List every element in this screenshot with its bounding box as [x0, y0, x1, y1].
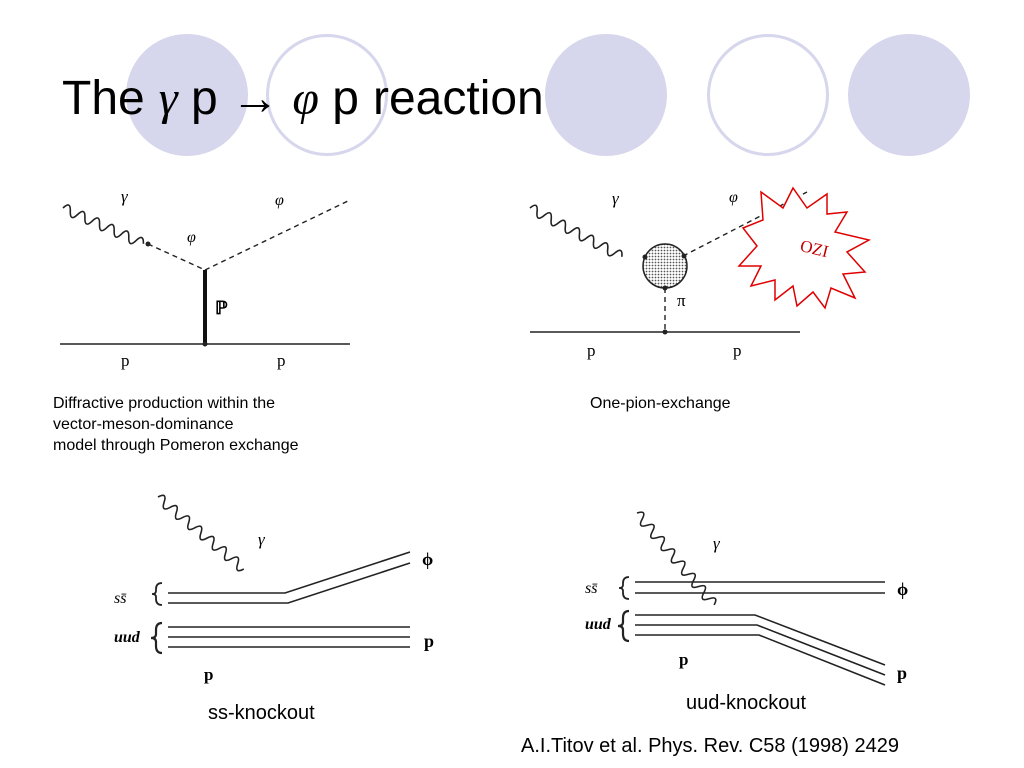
title-reaction: reaction: [372, 72, 544, 125]
title-phi: φ: [292, 72, 319, 125]
vertex-blob: [642, 243, 688, 289]
caption-uud-knockout: uud-knockout: [686, 692, 807, 714]
title-p2: p: [332, 72, 359, 125]
label-phi-internal: φ: [187, 229, 196, 246]
label-phi-out: φ: [729, 189, 738, 206]
ozi-starburst: [737, 186, 872, 310]
label-gamma: γ: [258, 530, 266, 549]
diagram-ss-knockout: γ ss̄ uud ϕ p p: [114, 494, 434, 684]
title-p1: p: [190, 72, 218, 125]
decor-circle-3: [545, 34, 667, 156]
label-p-right: p: [897, 663, 907, 683]
label-pomeron: ℙ: [215, 298, 228, 318]
label-p-bottom: p: [679, 650, 688, 669]
diagram-uud-knockout: γ ss̄ uud ϕ p p: [585, 511, 908, 686]
label-uud: uud: [114, 629, 141, 646]
title-the: The: [62, 72, 145, 125]
caption-diffractive: Diffractive production within the vector…: [53, 393, 299, 456]
caption-line-2: vector-meson-dominance: [53, 416, 234, 433]
title-arrow: →: [231, 72, 280, 125]
diagram-pomeron-exchange: γ φ φ ℙ p p: [60, 187, 351, 370]
label-p-right: p: [733, 341, 742, 360]
caption-line-3: model through Pomeron exchange: [53, 437, 299, 454]
label-phi-out: φ: [275, 192, 284, 209]
photon-line: [157, 494, 245, 572]
photon-line: [529, 204, 623, 257]
caption-line-1: Diffractive production within the: [53, 395, 276, 412]
decor-circle-5: [848, 34, 970, 156]
label-phi: ϕ: [897, 579, 908, 599]
decor-circle-2: [266, 34, 388, 156]
caption-ss-knockout: ss-knockout: [208, 702, 315, 724]
label-p-left: p: [587, 341, 596, 360]
label-p-left: p: [121, 351, 130, 370]
phi-internal-line: [147, 243, 206, 271]
phi-out-line: [204, 199, 351, 271]
label-pi: π: [677, 291, 686, 310]
label-uud: uud: [585, 616, 612, 633]
label-ss: ss̄: [585, 580, 598, 597]
proton-vertex: [662, 329, 668, 335]
label-p-right: p: [277, 351, 286, 370]
label-p-right: p: [424, 631, 434, 651]
diagram-one-pion-exchange: γ φ π p p OZI: [529, 186, 872, 360]
reference-citation: A.I.Titov et al. Phys. Rev. C58 (1998) 2…: [521, 735, 899, 757]
proton-vertex: [202, 341, 208, 347]
label-gamma: γ: [612, 189, 620, 208]
photon-line: [636, 511, 717, 606]
caption-one-pion-exchange: One-pion-exchange: [590, 395, 731, 412]
title-gamma: γ: [158, 72, 178, 125]
label-ss: ss̄: [114, 590, 127, 607]
photon-line: [62, 204, 145, 245]
label-gamma: γ: [713, 534, 721, 553]
label-p-bottom: p: [204, 665, 213, 684]
label-phi: ϕ: [422, 549, 433, 569]
decor-circle-1: [126, 34, 248, 156]
decor-circle-4: [707, 34, 829, 156]
label-gamma: γ: [121, 187, 129, 206]
